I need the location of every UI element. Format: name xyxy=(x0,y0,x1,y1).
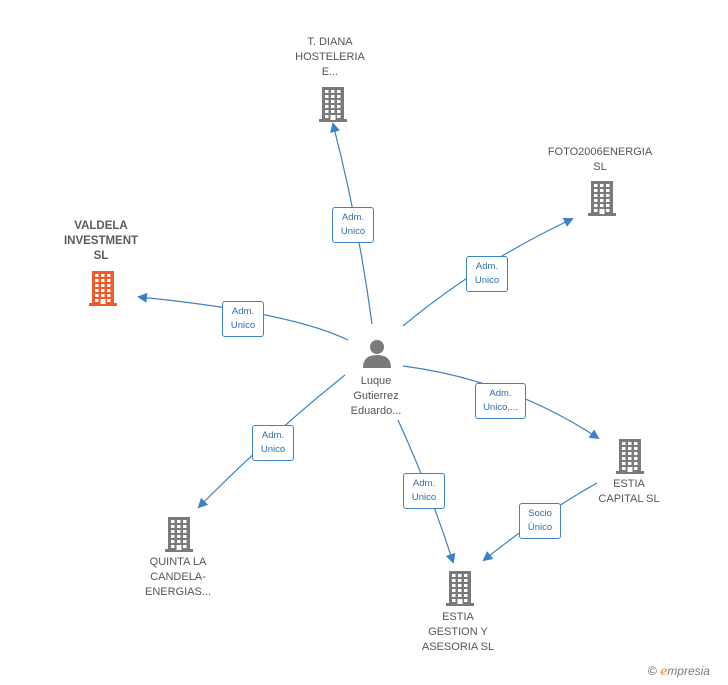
edge-label-t-diana: Adm. Unico xyxy=(332,207,374,243)
company-label-t-diana[interactable]: T. DIANA HOSTELERIA E... xyxy=(295,36,365,78)
building-icon[interactable] xyxy=(586,180,618,221)
person-icon[interactable] xyxy=(362,338,392,368)
brand-name: mpresia xyxy=(667,664,710,678)
building-icon[interactable] xyxy=(444,570,476,611)
company-label-quinta[interactable]: QUINTA LA CANDELA- ENERGIAS... xyxy=(144,556,212,598)
copyright-symbol: © xyxy=(648,664,657,678)
edge-to-valdela xyxy=(137,292,349,341)
brand-initial: e xyxy=(660,664,668,678)
edge-label-capital-to-gestion: Socio Único xyxy=(519,503,561,539)
edge-label-quinta: Adm. Unico xyxy=(252,425,294,461)
company-label-estia-capital[interactable]: ESTIA CAPITAL SL xyxy=(598,478,660,505)
edge-label-foto2006: Adm. Unico xyxy=(466,256,508,292)
empresia-logo: © empresia xyxy=(648,664,710,678)
person-label[interactable]: Luque Gutierrez Eduardo... xyxy=(350,375,402,417)
edge-label-valdela: Adm. Unico xyxy=(222,301,264,337)
edge-label-estia-gestion: Adm. Unico xyxy=(403,473,445,509)
company-label-foto2006[interactable]: FOTO2006ENERGIA SL xyxy=(547,146,653,173)
building-icon[interactable] xyxy=(87,270,119,311)
edge-label-estia-capital: Adm. Unico,... xyxy=(475,383,526,419)
building-icon[interactable] xyxy=(614,438,646,479)
building-icon[interactable] xyxy=(163,516,195,557)
building-icon[interactable] xyxy=(317,86,349,127)
company-label-valdela[interactable]: VALDELA INVESTMENT SL xyxy=(63,220,139,262)
company-label-estia-gestion[interactable]: ESTIA GESTION Y ASESORIA SL xyxy=(421,611,495,653)
